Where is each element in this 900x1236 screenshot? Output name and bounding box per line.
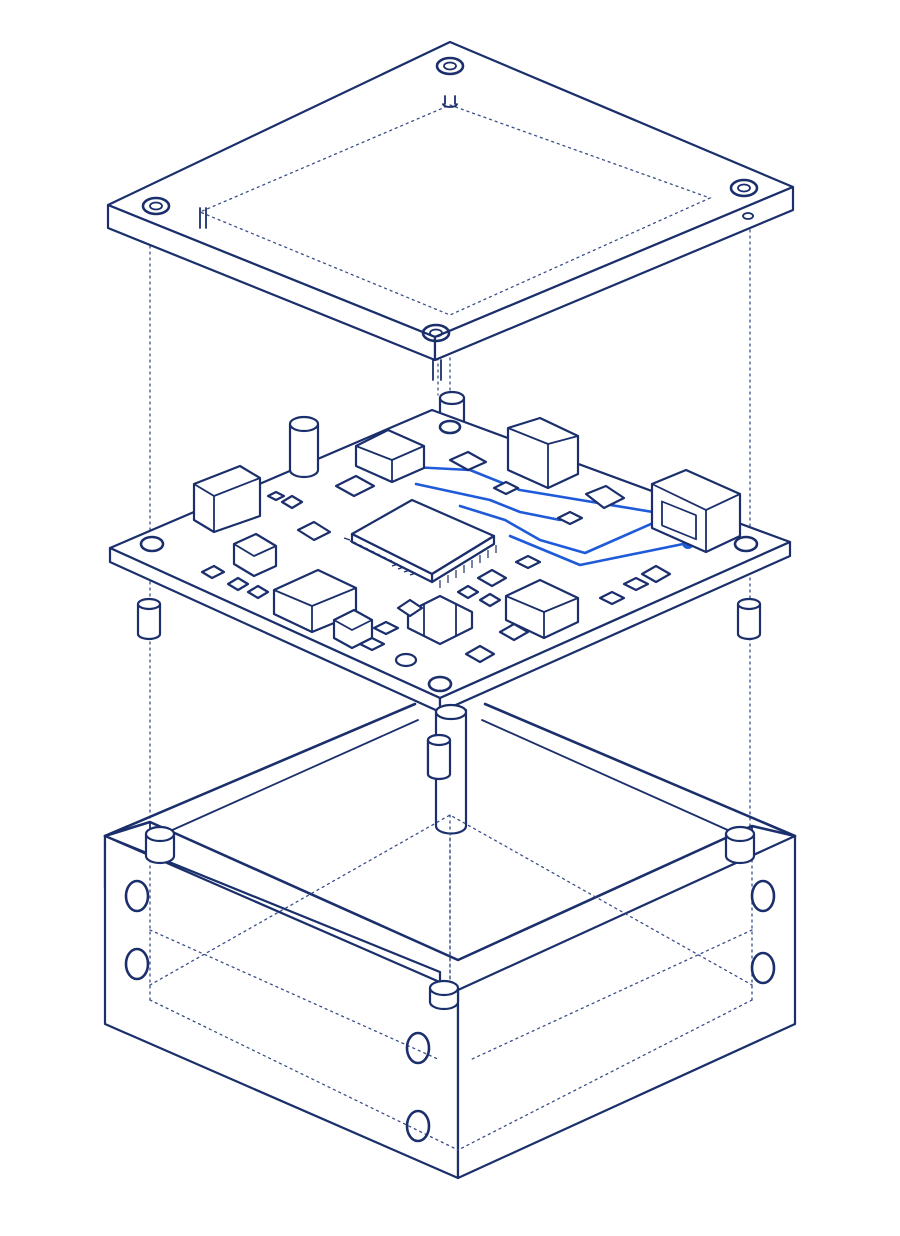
standoff-left — [136, 597, 162, 641]
pcb-hole-front — [427, 675, 453, 693]
small-component-b — [332, 608, 374, 650]
relay-right — [506, 416, 580, 490]
lid — [106, 40, 795, 381]
pcb-hole-left — [139, 535, 165, 553]
base-hole-right-upper — [750, 879, 776, 913]
lid-hole-front — [421, 323, 451, 343]
lid-hole-right — [729, 178, 759, 198]
pcb — [108, 408, 792, 714]
capacitor-component — [288, 415, 320, 479]
base-hole-right-lower — [750, 951, 776, 985]
crystal-component — [406, 594, 474, 646]
base-enclosure — [103, 702, 797, 1180]
connector-right — [650, 468, 742, 554]
regulator-block — [504, 578, 580, 640]
pcb-hole-right — [733, 535, 759, 553]
smd-parts — [200, 450, 672, 668]
ic-block-top — [354, 428, 426, 484]
base-hole-front-lower — [405, 1109, 431, 1143]
lid-hole-back — [435, 56, 465, 76]
base-hole-left-lower — [124, 947, 150, 981]
pcb-hole-back — [438, 419, 462, 435]
relay-left — [192, 464, 262, 534]
mcu-chip — [343, 498, 497, 588]
base-hole-left-upper — [124, 879, 150, 913]
small-component-a — [232, 532, 278, 578]
base-hole-front-upper — [405, 1031, 431, 1065]
standoff-right — [736, 597, 762, 641]
lid-hole-left — [141, 196, 171, 216]
inductor-block — [272, 568, 358, 634]
